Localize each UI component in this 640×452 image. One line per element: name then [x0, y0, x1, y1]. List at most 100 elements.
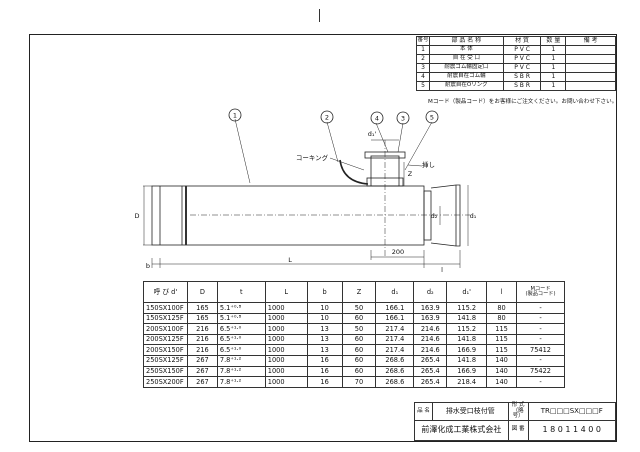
spec-cell: 1000: [264, 312, 308, 325]
dim-200: 200: [392, 248, 404, 256]
spec-header-cell: l: [486, 281, 518, 303]
spec-cell: 141.8: [446, 312, 488, 325]
spec-cell: 1000: [264, 344, 308, 356]
spec-cell: 1000: [264, 333, 308, 346]
spec-cell: 50: [341, 302, 377, 314]
spec-cell: 268.6: [375, 376, 415, 388]
spec-cell: 50: [341, 323, 377, 335]
callout-1: 1: [233, 112, 237, 120]
spec-cell: 75422: [516, 365, 565, 378]
spec-cell: 80: [486, 312, 518, 325]
callout-5: 5: [430, 114, 434, 122]
spec-cell: 166.9: [446, 344, 488, 356]
dim-b: b: [146, 262, 150, 270]
spec-cell: 115: [486, 333, 518, 346]
spec-cell: 268.6: [375, 354, 415, 367]
spec-cell: 75412: [516, 344, 565, 356]
spec-cell: 166.9: [446, 365, 488, 378]
spec-cell: 141.8: [446, 333, 488, 346]
name-label: 品 名: [414, 402, 433, 421]
spec-cell: 115: [486, 323, 518, 335]
dim-Z: Z: [408, 170, 413, 178]
spec-cell: 217.4: [375, 344, 415, 356]
spec-cell: 16: [306, 354, 343, 367]
spec-cell: 115: [486, 344, 518, 356]
spec-header-cell: d₁': [446, 281, 488, 303]
spec-cell: 13: [306, 323, 343, 335]
spec-cell: 1000: [264, 302, 308, 314]
spec-cell: 141.8: [446, 354, 488, 367]
spec-cell: 5.1⁺⁰·⁸: [216, 302, 266, 314]
spec-cell: 1000: [264, 365, 308, 378]
spec-cell: 265.4: [413, 376, 448, 388]
spec-cell: 217.4: [375, 333, 415, 346]
spec-cell: 1000: [264, 323, 308, 335]
spec-cell: 163.9: [413, 302, 448, 314]
spec-cell: 80: [486, 302, 518, 314]
spec-cell: 214.6: [413, 344, 448, 356]
spec-header-cell: t: [216, 281, 266, 303]
spec-header-cell: L: [264, 281, 308, 303]
spec-cell: 10: [306, 302, 343, 314]
spec-cell: 60: [341, 365, 377, 378]
spec-cell: 6.5⁺¹·⁰: [216, 333, 266, 346]
spec-cell: 165: [186, 302, 218, 314]
spec-cell: 5.1⁺⁰·⁸: [216, 312, 266, 325]
callout-circle-1: [228, 108, 242, 122]
spec-cell: 200SX100F: [143, 323, 188, 335]
spec-cell: 217.4: [375, 323, 415, 335]
spec-header-cell: d₁: [375, 281, 415, 303]
spec-cell: 1000: [264, 376, 308, 388]
spec-cell: 216: [186, 344, 218, 356]
parts-cell: [565, 81, 616, 91]
callout-circle-5: [425, 110, 439, 124]
callout-2: 2: [325, 114, 329, 122]
spec-cell: 150SX125F: [143, 312, 188, 325]
spec-cell: 250SX200F: [143, 376, 188, 388]
title-block: 品 名 排水受口枝付管 形 式 （略号） TR□□□SX□□□F 前澤化成工業株…: [414, 402, 617, 441]
spec-cell: -: [516, 312, 565, 325]
spec-cell: 265.4: [413, 354, 448, 367]
spec-cell: 7.8⁺¹·²: [216, 365, 266, 378]
callout-circle-3: [396, 111, 410, 125]
spec-cell: 60: [341, 312, 377, 325]
drawing-number: 1 8 0 1 1 4 0 0: [527, 419, 617, 441]
spec-header-cell: D: [186, 281, 218, 303]
parts-cell: 1: [540, 81, 567, 91]
dim-d2: d₂: [431, 212, 438, 220]
callout-circle-2: [320, 110, 334, 124]
spec-cell: 163.9: [413, 312, 448, 325]
spec-cell: -: [516, 302, 565, 314]
spec-cell: 140: [486, 365, 518, 378]
spec-cell: 7.8⁺¹·²: [216, 354, 266, 367]
parts-cell: 5: [416, 81, 430, 91]
parts-cell: 耐震自在Oリング: [428, 81, 504, 91]
spec-cell: 200SX150F: [143, 344, 188, 356]
spec-header-cell: 呼 び d': [143, 281, 188, 303]
product-name: 排水受口枝付管: [431, 402, 509, 421]
spec-cell: 214.6: [413, 333, 448, 346]
drawing-frame: [29, 34, 617, 442]
spec-header-cell: Z: [341, 281, 377, 303]
spec-cell: 166.1: [375, 302, 415, 314]
spec-cell: 6.5⁺¹·⁰: [216, 323, 266, 335]
callout-3: 3: [401, 115, 405, 123]
spec-cell: -: [516, 376, 565, 388]
spec-cell: 13: [306, 344, 343, 356]
spec-cell: -: [516, 323, 565, 335]
spec-cell: 150SX100F: [143, 302, 188, 314]
spec-cell: 16: [306, 365, 343, 378]
spec-cell: 1000: [264, 354, 308, 367]
spec-cell: -: [516, 333, 565, 346]
company-name: 前澤化成工業株式会社: [414, 419, 509, 441]
spec-cell: 60: [341, 333, 377, 346]
